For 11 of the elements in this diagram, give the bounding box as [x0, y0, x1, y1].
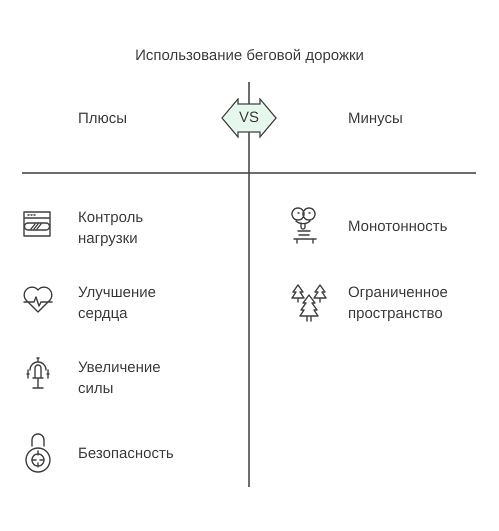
item-text: Контроль нагрузки	[78, 208, 144, 249]
column-heading: Плюсы	[78, 109, 128, 129]
item-text: Безопасность	[78, 444, 175, 464]
item-text: Улучшение сердца	[78, 283, 157, 324]
column-heading: Минусы	[348, 109, 404, 129]
node-label: VS	[238, 108, 260, 128]
item-text: Ограниченное пространство	[348, 283, 449, 324]
vs-double-arrow	[221, 98, 277, 138]
item-text: Монотонность	[348, 217, 448, 237]
item-text: Увеличение силы	[78, 358, 162, 399]
title: Использование беговой дорожки	[134, 46, 365, 66]
